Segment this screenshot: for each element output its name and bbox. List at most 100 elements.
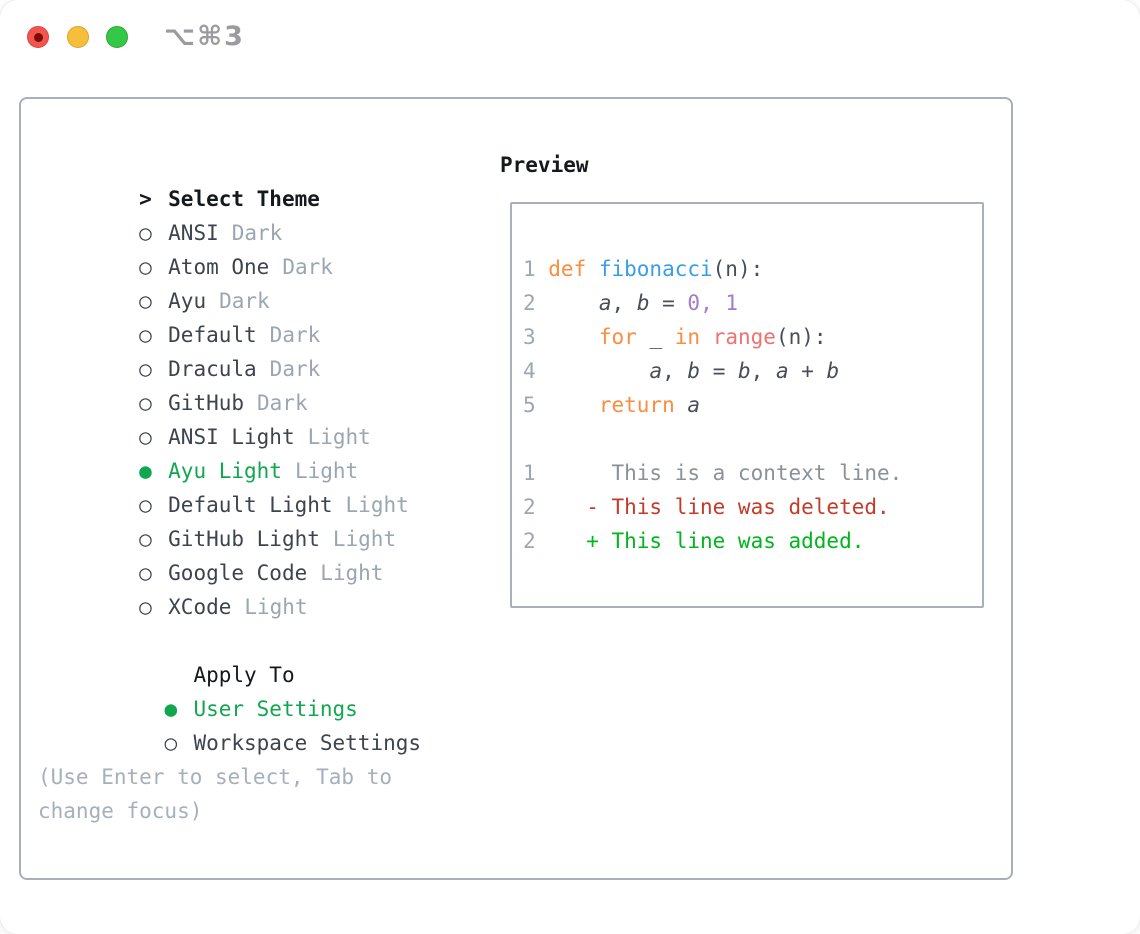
theme-option-ansi-dark[interactable]: ○ ANSI Dark (38, 182, 468, 245)
code-line: 2 a, b = 0, 1 (523, 286, 982, 320)
code-token: , (611, 291, 637, 315)
code-token: + (788, 359, 827, 383)
diff-added-line: 2 + This line was added. (523, 524, 982, 558)
theme-name: GitHub Light (168, 527, 320, 551)
deleted-text: - This line was deleted. (548, 495, 890, 519)
code-line: 5 return a (523, 388, 982, 422)
radio-icon: ○ (139, 391, 152, 415)
theme-option-atom-one-dark[interactable]: ○ Atom One Dark (38, 216, 468, 279)
titlebar: ⌥⌘3 (0, 0, 1140, 74)
window-title-shortcut: ⌥⌘3 (164, 21, 245, 52)
line-number: 5 (523, 393, 536, 417)
theme-name: Default Light (168, 493, 333, 517)
radio-icon: ○ (139, 561, 152, 585)
code-token: 0 (687, 291, 701, 315)
keyboard-hint: (Use Enter to select, Tab to change focu… (38, 765, 393, 823)
radio-icon: ○ (139, 255, 152, 279)
theme-name: ANSI (168, 221, 219, 245)
code-token: (n): (775, 325, 827, 349)
theme-name: Ayu Light (168, 459, 282, 483)
maximize-button[interactable] (106, 26, 128, 48)
apply-option-name: User Settings (193, 697, 358, 721)
code-token: b (737, 359, 751, 383)
theme-variant: Light (345, 493, 409, 517)
theme-option-dracula-dark[interactable]: ○ Dracula Dark (38, 318, 468, 381)
line-number: 2 (523, 529, 536, 553)
code-token: , (700, 291, 726, 315)
code-token (637, 325, 650, 349)
radio-icon: ○ (139, 527, 152, 551)
theme-option-ayu-dark[interactable]: ○ Ayu Dark (38, 250, 468, 313)
code-token: return (598, 393, 688, 417)
code-token: for (598, 325, 637, 349)
theme-variant: Light (244, 595, 308, 619)
theme-variant: Dark (231, 221, 283, 245)
theme-name: Atom One (168, 255, 270, 279)
code-token: a (775, 359, 789, 383)
code-token: , (662, 359, 688, 383)
radio-icon: ○ (139, 323, 152, 347)
code-token: (n): (712, 257, 764, 281)
theme-option-xcode-light[interactable]: ○ XCode Light (38, 556, 468, 619)
theme-variant: Light (320, 561, 384, 585)
select-theme-title: Select Theme (168, 187, 320, 211)
code-line: 4 a, b = b, a + b (523, 354, 982, 388)
line-number: 3 (523, 325, 536, 349)
theme-name: XCode (168, 595, 232, 619)
close-button[interactable] (27, 26, 49, 48)
code-token: a (649, 359, 663, 383)
code-token (548, 359, 649, 383)
theme-variant: Dark (282, 255, 333, 279)
code-token: b (826, 359, 840, 383)
added-text: + This line was added. (548, 529, 865, 553)
apply-option-workspace-settings[interactable]: ○Workspace Settings (38, 692, 468, 755)
theme-variant: Dark (269, 357, 321, 381)
code-token: a (598, 291, 612, 315)
code-token: in (674, 325, 701, 349)
theme-option-github-light[interactable]: ○ GitHub Light Light (38, 488, 468, 551)
code-token: def (548, 257, 599, 281)
apply-to-header: Apply To (38, 624, 468, 687)
context-text: This is a context line. (548, 461, 903, 485)
record-dot-icon (33, 32, 43, 42)
theme-variant: Light (332, 527, 397, 551)
theme-variant: Dark (257, 391, 308, 415)
code-token (548, 325, 599, 349)
theme-variant: Light (307, 425, 371, 449)
diff-deleted-line: 2 - This line was deleted. (523, 490, 982, 524)
theme-variant: Dark (219, 289, 270, 313)
radio-icon: ○ (139, 595, 152, 619)
theme-name: Default (168, 323, 257, 347)
radio-icon: ○ (139, 357, 152, 381)
theme-variant: Dark (269, 323, 321, 347)
line-number: 2 (523, 291, 536, 315)
radio-icon: ○ (139, 289, 152, 313)
theme-option-default-dark[interactable]: ○ Default Dark (38, 284, 468, 347)
theme-option-ayu-light[interactable]: ● Ayu Light Light (38, 420, 468, 483)
theme-name: Dracula (168, 357, 257, 381)
code-token: b (636, 291, 650, 315)
radio-selected-icon: ● (139, 459, 152, 483)
radio-icon: ○ (139, 425, 152, 449)
theme-name: Ayu (168, 289, 207, 313)
code-token: , (750, 359, 776, 383)
code-token: = (700, 359, 738, 383)
code-token: 1 (725, 291, 739, 315)
radio-icon: ○ (139, 221, 152, 245)
apply-option-user-settings[interactable]: ● User Settings (38, 658, 468, 721)
radio-selected-icon: ● (164, 697, 178, 721)
code-token (548, 291, 599, 315)
line-number: 2 (523, 495, 536, 519)
minimize-button[interactable] (67, 26, 89, 48)
theme-variant: Light (294, 459, 359, 483)
code-token (700, 325, 713, 349)
apply-to-section: Apply To ● User Settings ○Workspace Setti… (38, 624, 468, 755)
